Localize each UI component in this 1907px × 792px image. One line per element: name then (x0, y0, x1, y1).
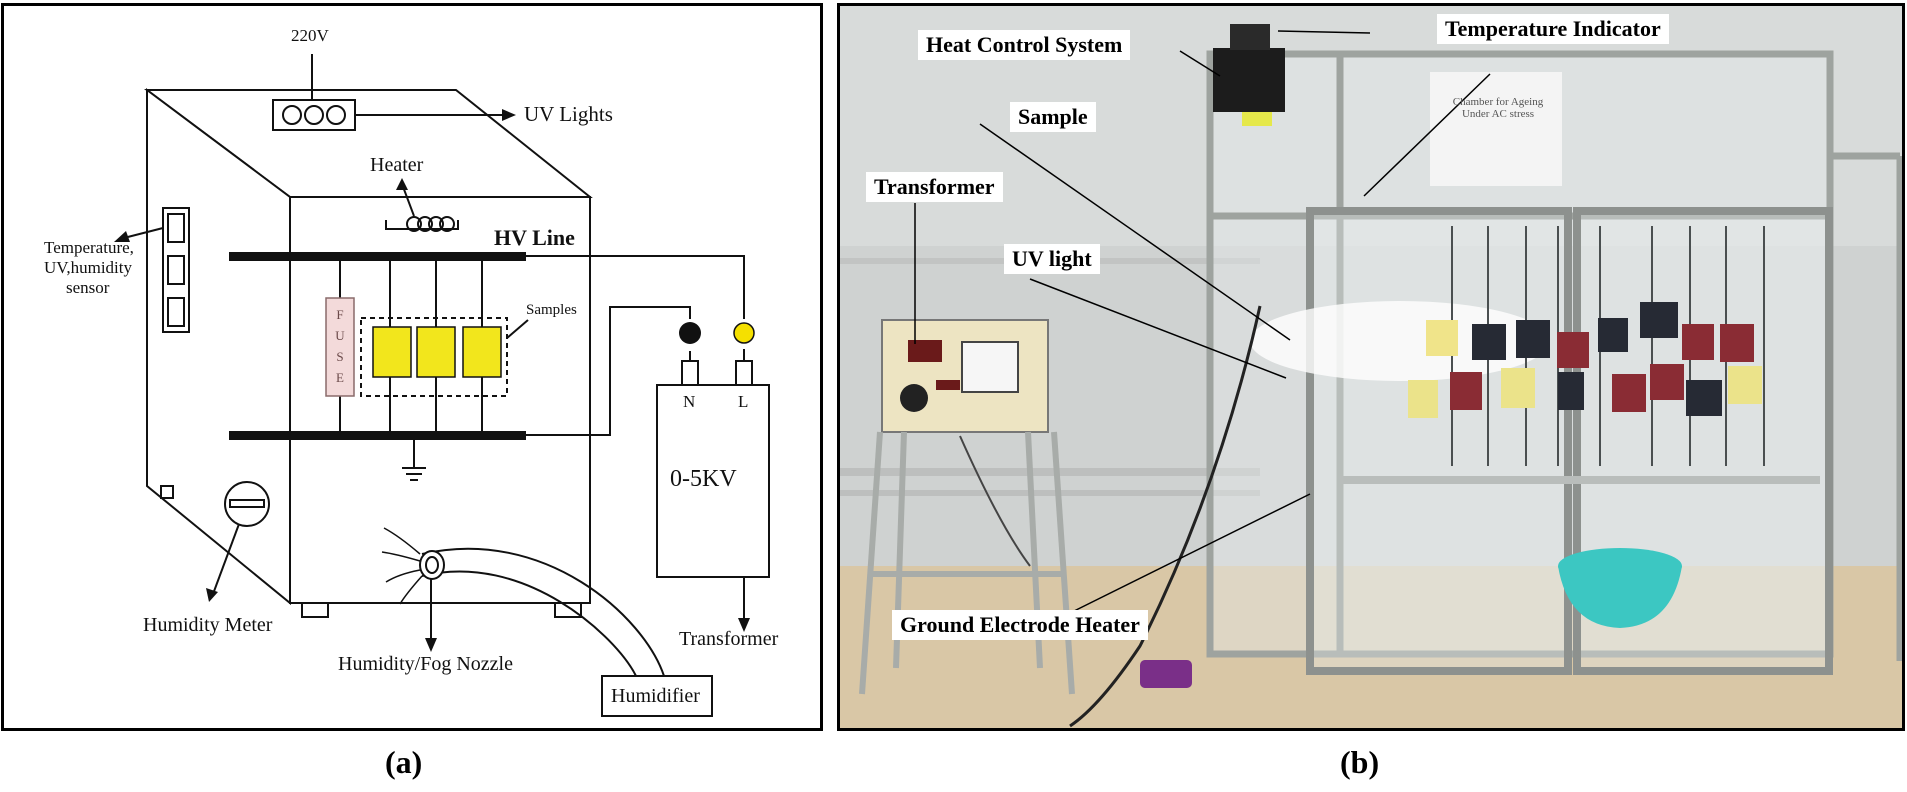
transformer-photo-label: Transformer (866, 172, 1003, 202)
ground-heater-label: Ground Electrode Heater (892, 610, 1148, 640)
temperature-indicator-label: Temperature Indicator (1437, 14, 1669, 44)
temperature-indicator-box (1230, 24, 1270, 50)
humidifier-box (601, 675, 713, 717)
uv-light-label: UV light (1004, 244, 1100, 274)
photo-panel: Chamber for Ageing Under AC stress Tempe… (837, 3, 1905, 731)
sample-3 (462, 326, 502, 378)
floor (840, 566, 1902, 728)
chamber-foot (554, 602, 582, 618)
chamber-schematic (114, 54, 770, 717)
sensor-label: Temperature, UV,humidity sensor (44, 238, 134, 298)
chamber-photo (840, 6, 1902, 728)
schematic-panel: 220V UV Lights Heater HV Line Temperatur… (1, 3, 823, 731)
terminal-n-label: N (683, 392, 696, 411)
heat-control-box (1213, 48, 1285, 112)
transformer-label: Transformer (679, 628, 779, 650)
transformer-box (656, 384, 770, 578)
chamber-doors (1306, 207, 1833, 675)
chamber-foot (301, 602, 329, 618)
transformer-range-label: 0-5KV (670, 466, 737, 492)
heater-label: Heater (370, 154, 424, 176)
socket-hole (282, 105, 302, 125)
humidifier-label: Humidifier (611, 685, 700, 707)
fuse-label: FUSE (335, 307, 345, 385)
leader-lines (914, 30, 1491, 619)
chamber-foot (160, 485, 174, 499)
heat-control-label: Heat Control System (918, 30, 1131, 60)
terminal-l-label: L (738, 392, 749, 411)
fog-nozzle-label: Humidity/Fog Nozzle (338, 653, 513, 675)
ground-electrode-bar (229, 431, 526, 440)
sign-text: Chamber for Ageing Under AC stress (1436, 96, 1560, 120)
humidity-meter-label: Humidity Meter (143, 614, 273, 636)
uv-lights-label: UV Lights (524, 102, 613, 126)
samples-label: Samples (526, 302, 577, 318)
voltage-220-label: 220V (291, 26, 329, 45)
sample-2 (416, 326, 456, 378)
sign-line2: Under AC stress (1461, 108, 1535, 120)
fuse (325, 297, 355, 397)
sensor-label-line2: UV,humidity (44, 258, 133, 277)
socket-box (272, 99, 356, 131)
terminal-l-yellow (733, 322, 755, 344)
sample-label: Sample (1010, 102, 1096, 132)
hv-line-bar (229, 252, 526, 261)
samples-box (360, 317, 508, 397)
sensor-label-line3: sensor (66, 278, 110, 297)
socket-hole (326, 105, 346, 125)
hv-line-label: HV Line (494, 225, 575, 250)
samples-hanging (1408, 302, 1762, 418)
sensor-panel (162, 207, 190, 333)
heater-plug (1140, 660, 1192, 688)
terminal-n-black (679, 322, 701, 344)
caption-b: (b) (1340, 744, 1380, 780)
caption-a: (a) (385, 744, 423, 780)
sensor-label-line1: Temperature, (44, 238, 134, 257)
uv-glow (1250, 301, 1550, 381)
sign-line1: Chamber for Ageing (1452, 96, 1544, 108)
socket-hole (304, 105, 324, 125)
terminal-n-post (681, 360, 699, 386)
sign (1430, 72, 1562, 186)
terminal-l-post (735, 360, 753, 386)
sample-1 (372, 326, 412, 378)
